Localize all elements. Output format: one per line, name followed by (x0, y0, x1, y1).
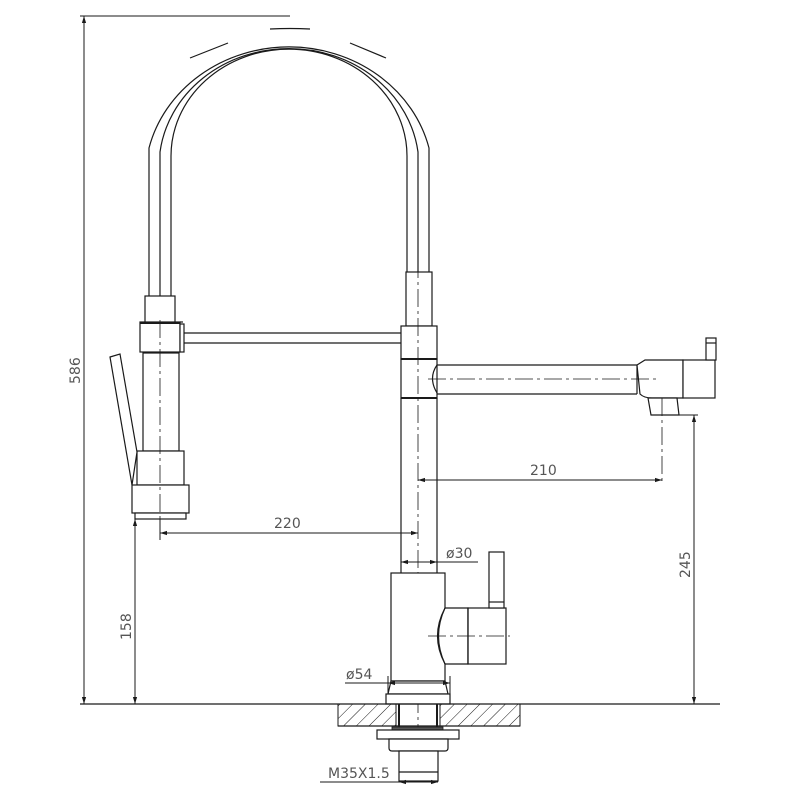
swivel-spout (428, 337, 717, 485)
label-o54: ø54 (346, 667, 372, 683)
dimension-spray-reach: 220 (159, 516, 418, 540)
dimension-thread: M35X1.5 (320, 766, 438, 785)
dimension-total-height: 586 (68, 15, 290, 704)
base-flange (385, 680, 451, 705)
hose-guide-arm (184, 332, 401, 344)
dimension-spray-head-height: 158 (119, 519, 138, 704)
dimension-base-diameter: ø54 (345, 667, 451, 694)
label-m35x1-5: M35X1.5 (328, 766, 390, 782)
mixer-handle (488, 551, 505, 609)
label-586: 586 (68, 357, 84, 384)
label-210: 210 (530, 463, 557, 479)
label-o30: ø30 (446, 546, 472, 562)
mixer-valve (390, 572, 510, 682)
countertop-section (80, 703, 720, 727)
label-220: 220 (274, 516, 301, 532)
spray-head (131, 295, 190, 535)
spray-lever (109, 353, 138, 486)
label-245: 245 (678, 551, 694, 578)
mounting-hardware (376, 726, 460, 782)
gooseneck-hose (148, 27, 430, 296)
dimension-body-diameter: ø30 (401, 546, 478, 565)
label-158: 158 (119, 613, 135, 640)
dimension-spout-reach: 210 (418, 463, 662, 483)
faucet-body (400, 260, 438, 735)
dimension-spout-height: 245 (678, 414, 698, 704)
